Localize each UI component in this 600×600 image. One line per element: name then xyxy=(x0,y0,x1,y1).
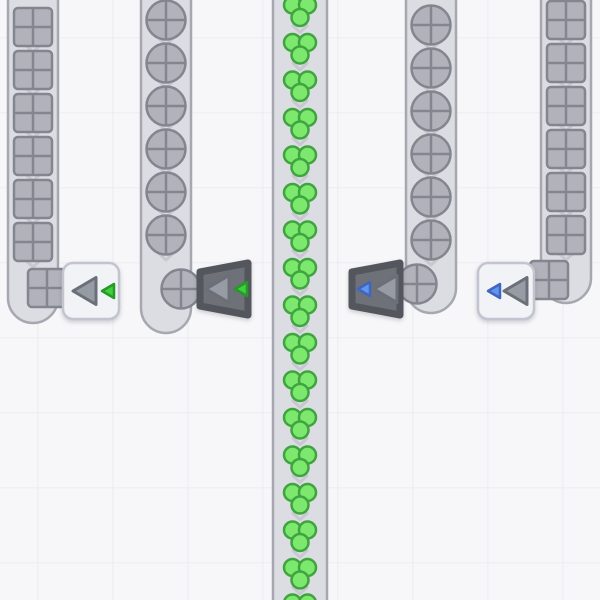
belt-direction-arrow xyxy=(291,585,309,596)
item-cluster xyxy=(282,32,318,65)
belt-edge xyxy=(271,0,329,600)
belt-direction-arrow xyxy=(422,257,440,267)
item-circle xyxy=(160,268,202,310)
item-cluster xyxy=(282,332,318,365)
direction-arrow-icon xyxy=(204,274,231,304)
item-circle xyxy=(410,219,452,261)
belt-5-squares[interactable] xyxy=(528,0,593,305)
item-cluster xyxy=(282,145,318,178)
belt-direction-arrow xyxy=(291,286,309,297)
item-square xyxy=(545,128,587,170)
item-square xyxy=(12,49,54,91)
item-cluster xyxy=(282,520,318,553)
green-marker-icon xyxy=(233,280,249,298)
belt-direction-arrow xyxy=(157,252,175,262)
item-cluster xyxy=(282,370,318,403)
belt-direction-arrow xyxy=(291,324,309,334)
blue-marker-icon xyxy=(486,282,502,300)
belt-direction-arrow xyxy=(291,361,309,372)
belt-3-green-clusters[interactable] xyxy=(271,0,329,600)
belt-2-circles[interactable] xyxy=(139,0,202,335)
item-square xyxy=(12,221,54,263)
item-cluster xyxy=(283,593,317,600)
item-circle xyxy=(145,171,187,213)
item-square xyxy=(26,267,68,309)
item-square xyxy=(545,85,587,127)
item-circle xyxy=(145,214,187,256)
machine-tunnel-light-blue[interactable] xyxy=(476,261,536,321)
item-circle xyxy=(410,4,452,46)
item-square xyxy=(545,214,587,256)
blue-marker-icon xyxy=(356,280,372,298)
belt-1-squares[interactable] xyxy=(6,0,68,325)
belt-direction-arrow xyxy=(291,436,309,447)
item-square xyxy=(12,178,54,220)
belt-direction-arrow xyxy=(291,99,309,109)
item-cluster xyxy=(282,482,318,515)
item-cluster xyxy=(282,407,318,440)
item-cluster xyxy=(282,295,318,328)
belt-direction-arrow xyxy=(291,61,309,72)
belt-direction-arrow xyxy=(291,24,309,34)
green-marker-icon xyxy=(100,282,116,300)
item-circle xyxy=(410,47,452,89)
item-cluster xyxy=(282,70,318,103)
direction-arrow-icon xyxy=(71,276,98,306)
belt-direction-arrow xyxy=(291,549,309,559)
belt-direction-arrow xyxy=(291,474,309,484)
direction-arrow-icon xyxy=(502,276,529,306)
belt-direction-arrow xyxy=(291,249,309,259)
belt-direction-arrow xyxy=(291,399,309,409)
item-square xyxy=(528,259,570,301)
belt-direction-arrow xyxy=(291,511,309,522)
item-circle xyxy=(145,0,187,41)
direction-arrow-icon xyxy=(372,274,399,304)
machine-tunnel-light-green[interactable] xyxy=(61,261,121,321)
item-cluster xyxy=(282,107,318,140)
item-cluster xyxy=(282,220,318,253)
belt-direction-arrow xyxy=(24,259,42,269)
item-square xyxy=(545,0,587,41)
belt-4-circles[interactable] xyxy=(396,0,458,315)
belt-direction-arrow xyxy=(557,252,575,262)
machine-tunnel-dark-green[interactable] xyxy=(196,259,252,319)
item-circle xyxy=(410,133,452,175)
item-square xyxy=(12,92,54,134)
item-cluster xyxy=(282,445,318,478)
item-circle xyxy=(410,176,452,218)
item-cluster xyxy=(282,257,318,290)
item-circle xyxy=(410,90,452,132)
item-square xyxy=(12,135,54,177)
item-square xyxy=(12,6,54,48)
item-circle xyxy=(145,85,187,127)
belt-direction-arrow xyxy=(291,211,309,222)
item-square xyxy=(545,171,587,213)
belt-direction-arrow xyxy=(291,174,309,184)
item-cluster xyxy=(282,557,318,590)
item-circle xyxy=(145,128,187,170)
item-cluster xyxy=(282,0,318,28)
item-square xyxy=(545,42,587,84)
machine-tunnel-dark-blue[interactable] xyxy=(348,259,404,319)
belt-direction-arrow xyxy=(291,136,309,147)
item-circle xyxy=(145,42,187,84)
item-cluster xyxy=(282,182,318,215)
